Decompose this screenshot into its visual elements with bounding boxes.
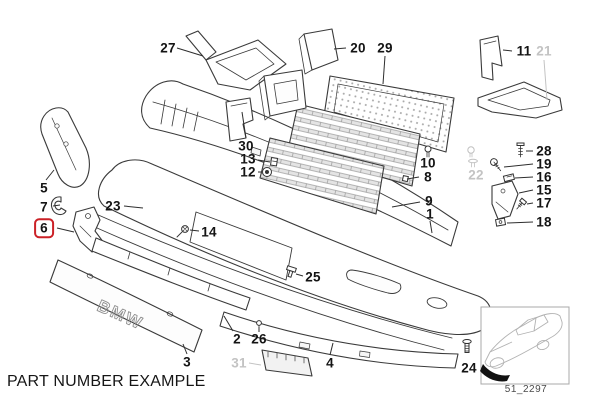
- clip-icon-18: [494, 217, 507, 227]
- clip-icon-13: [269, 157, 279, 167]
- callout-17[interactable]: 17: [536, 195, 552, 211]
- screw-icon-14: [176, 225, 189, 238]
- callout-3[interactable]: 3: [183, 354, 191, 370]
- air-duct-lower: [258, 69, 307, 121]
- callout-20[interactable]: 20: [350, 40, 366, 56]
- rivet-icons-22: [467, 146, 478, 168]
- callout-24[interactable]: 24: [461, 360, 477, 376]
- callout-29[interactable]: 29: [377, 40, 393, 56]
- callout-28[interactable]: 28: [536, 143, 552, 159]
- callout-13[interactable]: 13: [240, 151, 256, 167]
- callout-21[interactable]: 21: [536, 43, 552, 59]
- vehicle-inset: [480, 306, 570, 385]
- clip-icon-25: [285, 265, 297, 278]
- kidney-grille-upper: [287, 103, 421, 187]
- car-thumbnail: [484, 313, 563, 369]
- hook-clip-7: [50, 196, 67, 216]
- callout-11[interactable]: 11: [516, 43, 532, 59]
- callout-31[interactable]: 31: [231, 355, 247, 371]
- corner-molding-5: [40, 107, 90, 188]
- callout-23[interactable]: 23: [105, 198, 121, 214]
- bumper-cover: [87, 159, 492, 351]
- leader-lines: [45, 47, 534, 356]
- screw-icon-19: [490, 158, 502, 172]
- callout-1[interactable]: 1: [426, 206, 434, 222]
- callout-26[interactable]: 26: [251, 331, 267, 347]
- impact-strip-2: [91, 237, 251, 311]
- muted-leader-lines: [248, 59, 548, 366]
- kidney-grille-lower: [259, 137, 385, 215]
- mesh-grille: [323, 75, 455, 153]
- callout-12[interactable]: 12: [240, 164, 256, 180]
- grommet-icon-12: [262, 167, 272, 177]
- callout-8[interactable]: 8: [424, 169, 432, 185]
- callout-2[interactable]: 2: [233, 331, 241, 347]
- bumper-highlight: [480, 364, 510, 382]
- rivet-icon-24: [462, 339, 472, 353]
- filler-bracket-30: [225, 97, 254, 142]
- spoiler-lip-4: [219, 311, 459, 369]
- callout-10[interactable]: 10: [420, 155, 436, 171]
- clip-icon-16: [502, 173, 516, 183]
- callout-5[interactable]: 5: [40, 180, 48, 196]
- side-grille-21: [477, 81, 563, 119]
- callout-18[interactable]: 18: [536, 214, 552, 230]
- callout-25[interactable]: 25: [305, 269, 321, 285]
- bolt-icon-17: [516, 197, 528, 210]
- callout-30[interactable]: 30: [238, 138, 254, 154]
- callout-22[interactable]: 22: [468, 167, 484, 183]
- fog-cover-31: [261, 349, 313, 377]
- callout-4[interactable]: 4: [326, 355, 334, 371]
- screw-icon-28: [516, 142, 525, 158]
- callout-6-selected[interactable]: 6: [34, 218, 54, 238]
- support-bracket-11: [479, 35, 503, 81]
- diagram-code: 51_2297: [504, 384, 548, 395]
- callout-7[interactable]: 7: [40, 199, 48, 215]
- footer-caption: PART NUMBER EXAMPLE: [7, 373, 206, 390]
- callout-14[interactable]: 14: [201, 224, 217, 240]
- callout-19[interactable]: 19: [536, 156, 552, 172]
- absorber-3: BMW: [49, 259, 203, 353]
- callout-9[interactable]: 9: [425, 193, 433, 209]
- support-bracket-15: [491, 180, 519, 220]
- callout-16[interactable]: 16: [536, 169, 552, 185]
- air-duct-upper: [298, 28, 339, 75]
- callout-15[interactable]: 15: [536, 182, 552, 198]
- rivet-icon-10: [424, 145, 432, 158]
- callout-27[interactable]: 27: [160, 40, 176, 56]
